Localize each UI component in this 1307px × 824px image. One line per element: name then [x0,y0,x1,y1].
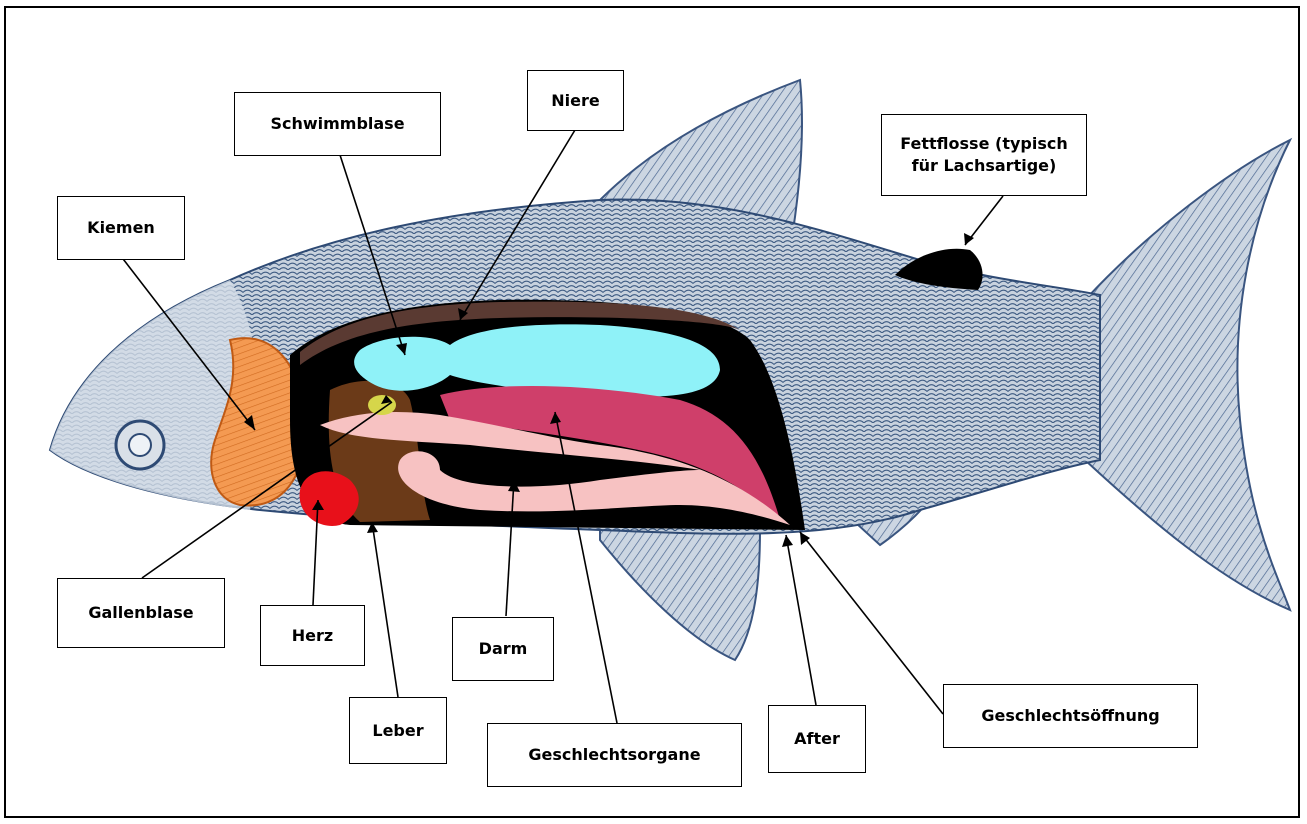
label-gallenblase: Gallenblase [57,578,225,648]
anal-fin [600,520,760,660]
label-niere: Niere [527,70,624,131]
label-herz: Herz [260,605,365,666]
label-after: After [768,705,866,773]
label-leber: Leber [349,697,447,764]
label-geschlechtsorgane: Geschlechtsorgane [487,723,742,787]
label-kiemen: Kiemen [57,196,185,260]
label-darm: Darm [452,617,554,681]
label-geschlechtsoeffnung: Geschlechtsöffnung [943,684,1198,748]
gallbladder [368,395,396,415]
label-schwimmblase: Schwimmblase [234,92,441,156]
label-fettflosse: Fettflosse (typisch für Lachsartige) [881,114,1087,196]
caudal-fin [1085,140,1290,610]
